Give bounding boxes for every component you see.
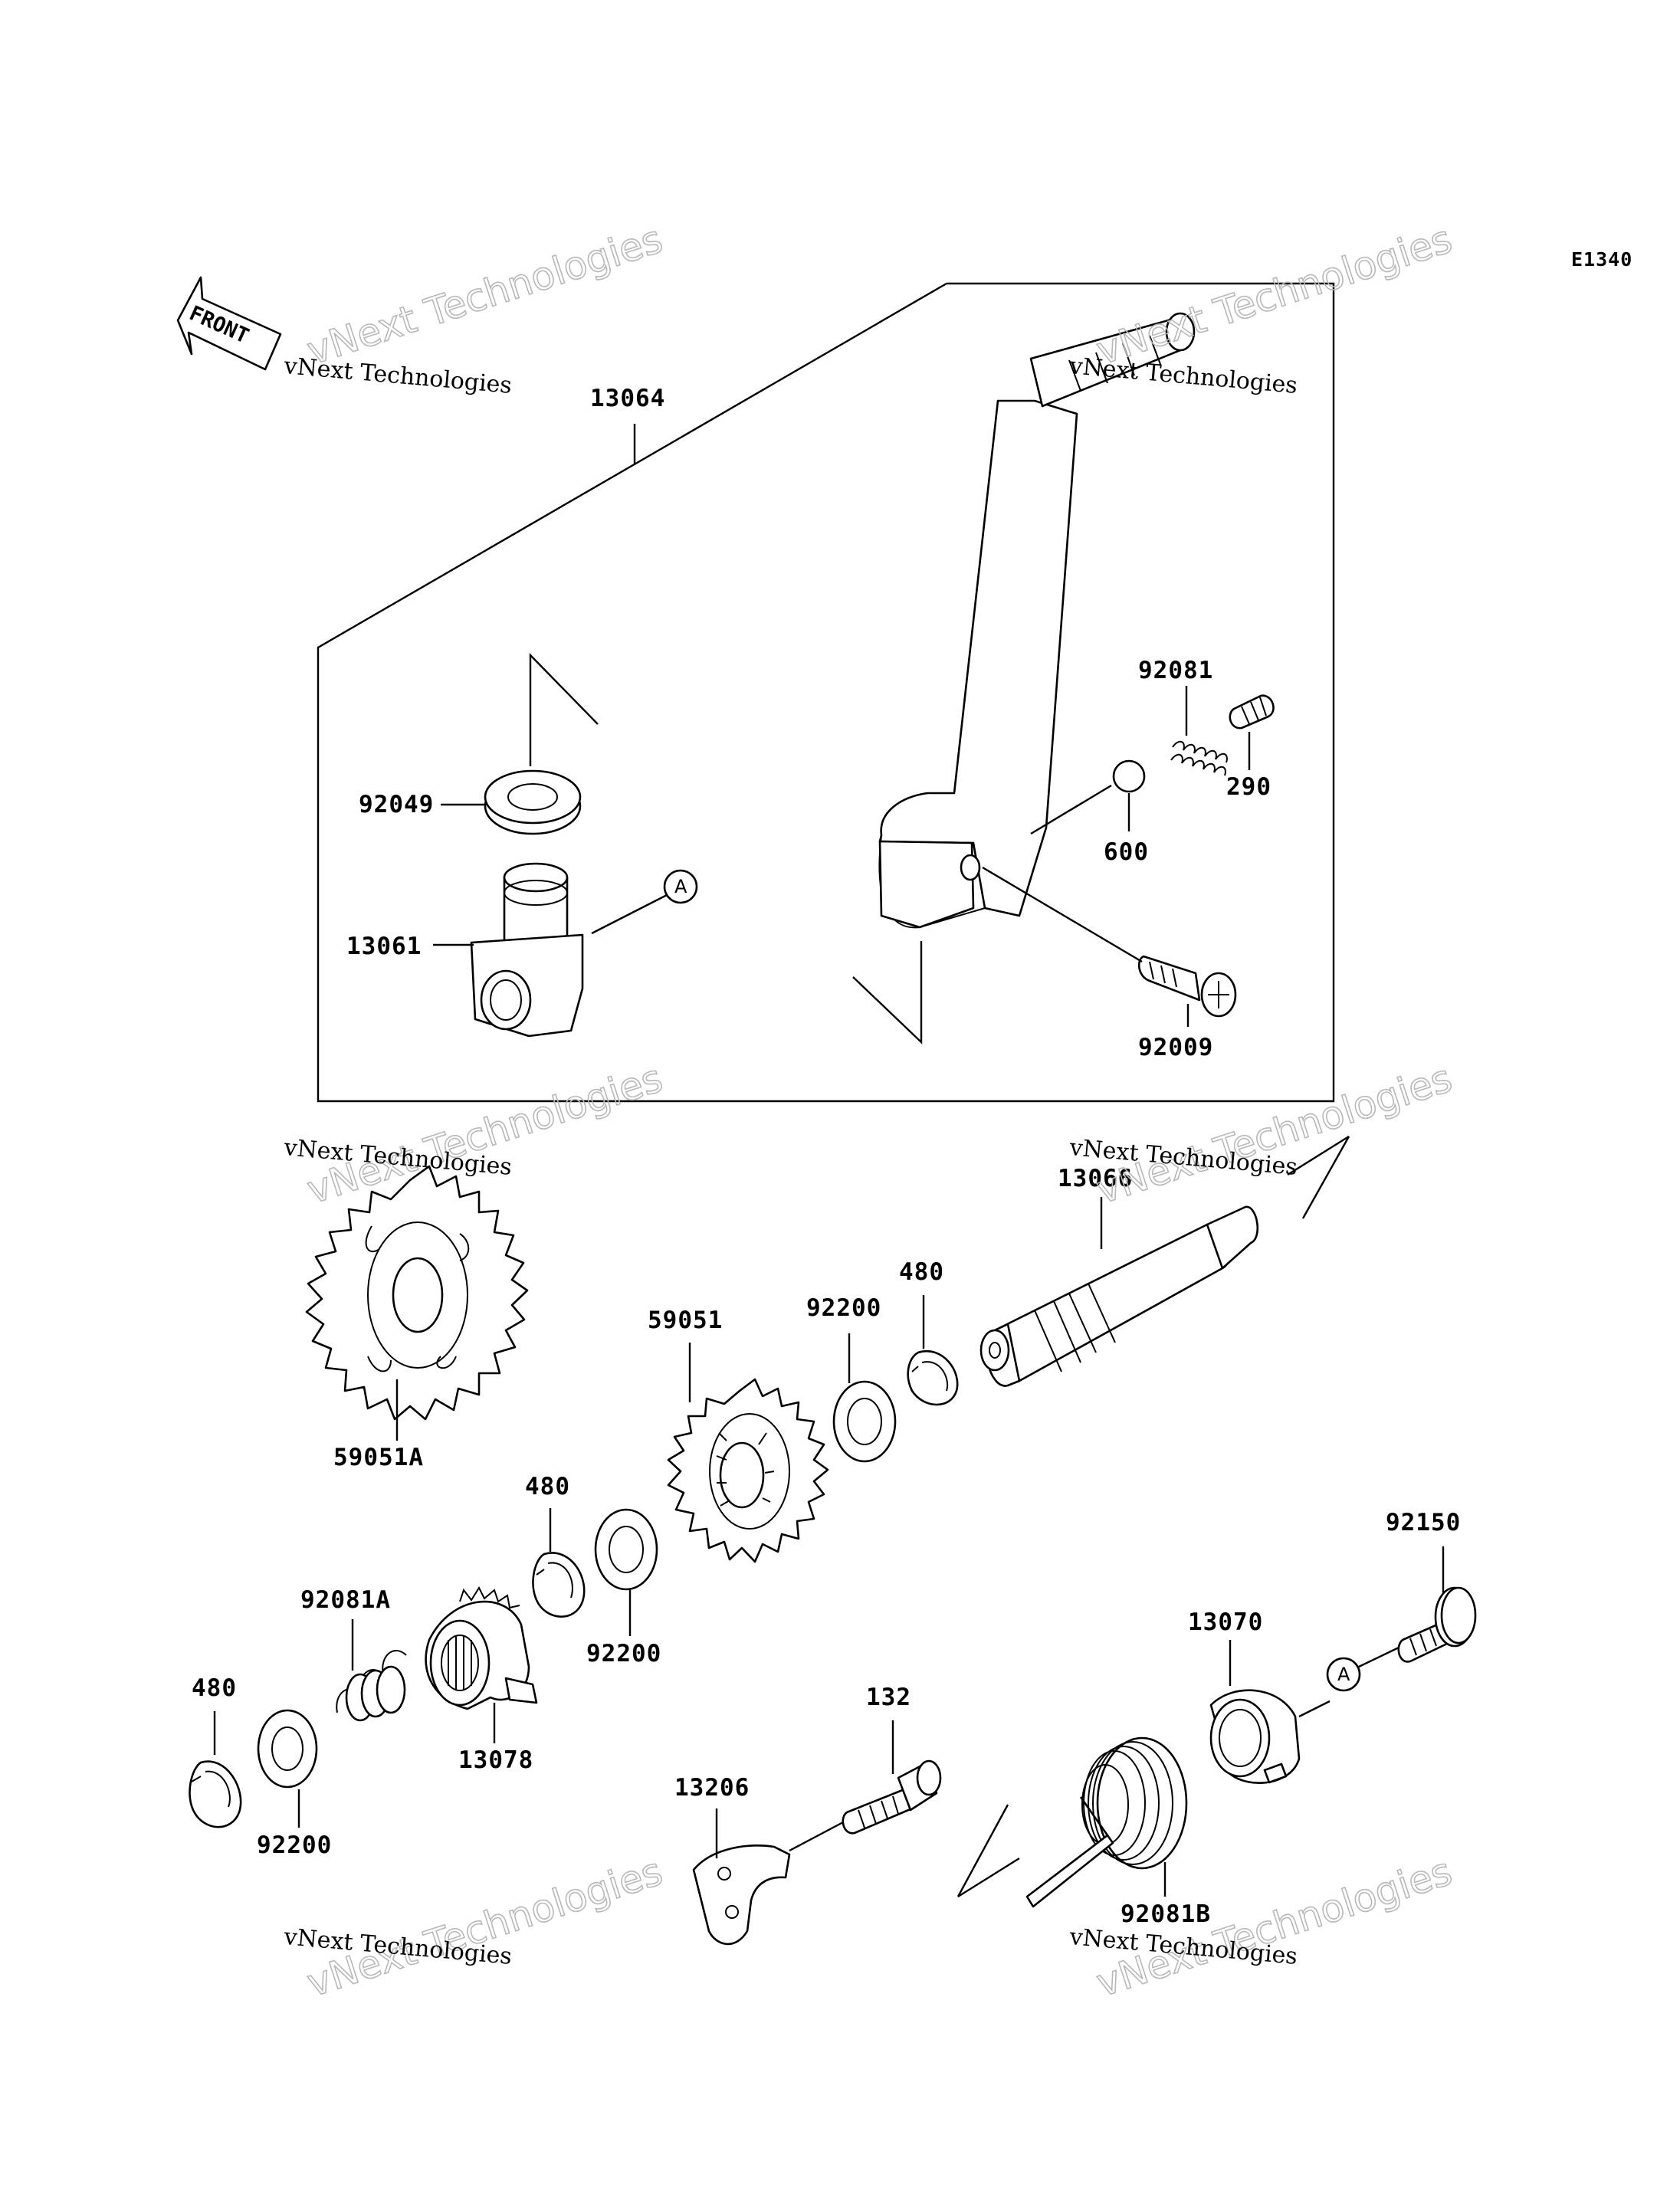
watermark-bottom-left: vNext Technologies vNext Technologies	[282, 1848, 668, 2006]
svg-text:vNext Technologies: vNext Technologies	[1091, 1056, 1457, 1212]
spring-92081B	[1025, 1736, 1188, 1908]
ball-600	[1112, 759, 1146, 793]
leader-marker-a-lower-right	[1358, 1646, 1399, 1668]
part-label-59051: 59051	[648, 1307, 723, 1334]
assembly-box-outline	[317, 282, 1335, 1103]
washer-92200-mid	[594, 1508, 658, 1591]
svg-text:vNext Technologies: vNext Technologies	[282, 353, 513, 399]
watermark-mid-right: vNext Technologies vNext Technologies	[1068, 1055, 1458, 1213]
plunger-290	[1229, 694, 1275, 730]
ref-marker-a-lower-label: A	[1337, 1664, 1350, 1685]
part-label-92081B: 92081B	[1121, 1900, 1211, 1928]
circlip-480-mid	[532, 1552, 586, 1618]
shaft-axis-line	[529, 653, 599, 766]
part-label-92200-low: 92200	[257, 1831, 332, 1859]
spring-axis-left	[957, 1857, 1020, 1898]
part-label-92009: 92009	[1138, 1034, 1213, 1061]
ref-marker-a-upper	[663, 869, 698, 904]
watermark-top-right: vNext Technologies vNext Technologies	[1068, 216, 1458, 399]
spring-92081	[1170, 740, 1228, 776]
svg-text:vNext Technologies: vNext Technologies	[302, 1849, 668, 2005]
diagram-code: E1340	[1571, 248, 1632, 271]
bolt-132	[842, 1759, 942, 1835]
bolt-92009	[1137, 955, 1237, 1018]
svg-text:vNext Technologies: vNext Technologies	[302, 1056, 668, 1212]
svg-text:vNext Technologies: vNext Technologies	[302, 217, 668, 373]
leader-marker-a-lower	[1298, 1700, 1331, 1718]
pedal-axis-line	[852, 941, 923, 1044]
part-label-92049: 92049	[359, 791, 434, 818]
leader-ball-axis	[1030, 784, 1112, 835]
part-label-13064: 13064	[590, 385, 665, 412]
part-label-480-top: 480	[899, 1258, 944, 1286]
washer-92200-low	[257, 1709, 318, 1789]
gear-59051A	[305, 1165, 529, 1421]
svg-text:vNext Technologies: vNext Technologies	[1068, 353, 1298, 399]
spring-92081A	[336, 1650, 407, 1722]
circlip-480-low	[189, 1760, 242, 1828]
leader-132-axis	[789, 1821, 844, 1852]
part-label-13070: 13070	[1188, 1608, 1263, 1636]
part-label-92081: 92081	[1138, 657, 1213, 684]
leader-marker-a-upper	[591, 894, 668, 935]
kick-shaft-13066	[979, 1205, 1258, 1387]
kick-pedal-arm	[878, 312, 1196, 929]
circlip-480-top	[907, 1350, 959, 1406]
washer-92200-top	[832, 1380, 897, 1463]
part-label-13078: 13078	[458, 1746, 533, 1774]
watermark-mid-left: vNext Technologies vNext Technologies	[282, 1055, 668, 1213]
shaft-axis-right	[1301, 1136, 1350, 1219]
front-arrow-icon: FRONT	[176, 276, 282, 371]
part-label-480-mid: 480	[525, 1473, 570, 1500]
part-label-92081A: 92081A	[300, 1586, 391, 1614]
part-label-13206: 13206	[674, 1774, 750, 1802]
kick-boss-13061	[470, 862, 584, 1038]
part-label-92200-top: 92200	[806, 1294, 881, 1322]
shaft-axis-right-tick	[1287, 1135, 1350, 1176]
part-label-290: 290	[1226, 773, 1271, 801]
guide-13206	[692, 1844, 791, 1946]
svg-text:vNext Technologies: vNext Technologies	[1091, 217, 1457, 373]
leader-bolt-axis	[982, 866, 1143, 963]
part-label-92200-mid: 92200	[586, 1640, 661, 1667]
watermark-top-left: vNext Technologies vNext Technologies	[282, 216, 668, 399]
sleeve-13070	[1209, 1689, 1301, 1784]
part-label-600: 600	[1104, 838, 1149, 866]
gear-59051	[667, 1378, 829, 1563]
part-label-13066: 13066	[1058, 1165, 1133, 1192]
part-label-132: 132	[866, 1684, 911, 1711]
spring-axis-left-tick	[956, 1804, 1009, 1897]
ratchet-13078	[425, 1585, 538, 1710]
part-label-480-low: 480	[192, 1674, 237, 1702]
bolt-92150	[1397, 1586, 1477, 1663]
part-label-92150: 92150	[1386, 1509, 1461, 1536]
part-label-59051A: 59051A	[333, 1444, 424, 1471]
ref-marker-a-upper-label: A	[674, 876, 687, 897]
ref-marker-a-lower	[1326, 1657, 1361, 1692]
part-label-13061: 13061	[346, 933, 422, 960]
